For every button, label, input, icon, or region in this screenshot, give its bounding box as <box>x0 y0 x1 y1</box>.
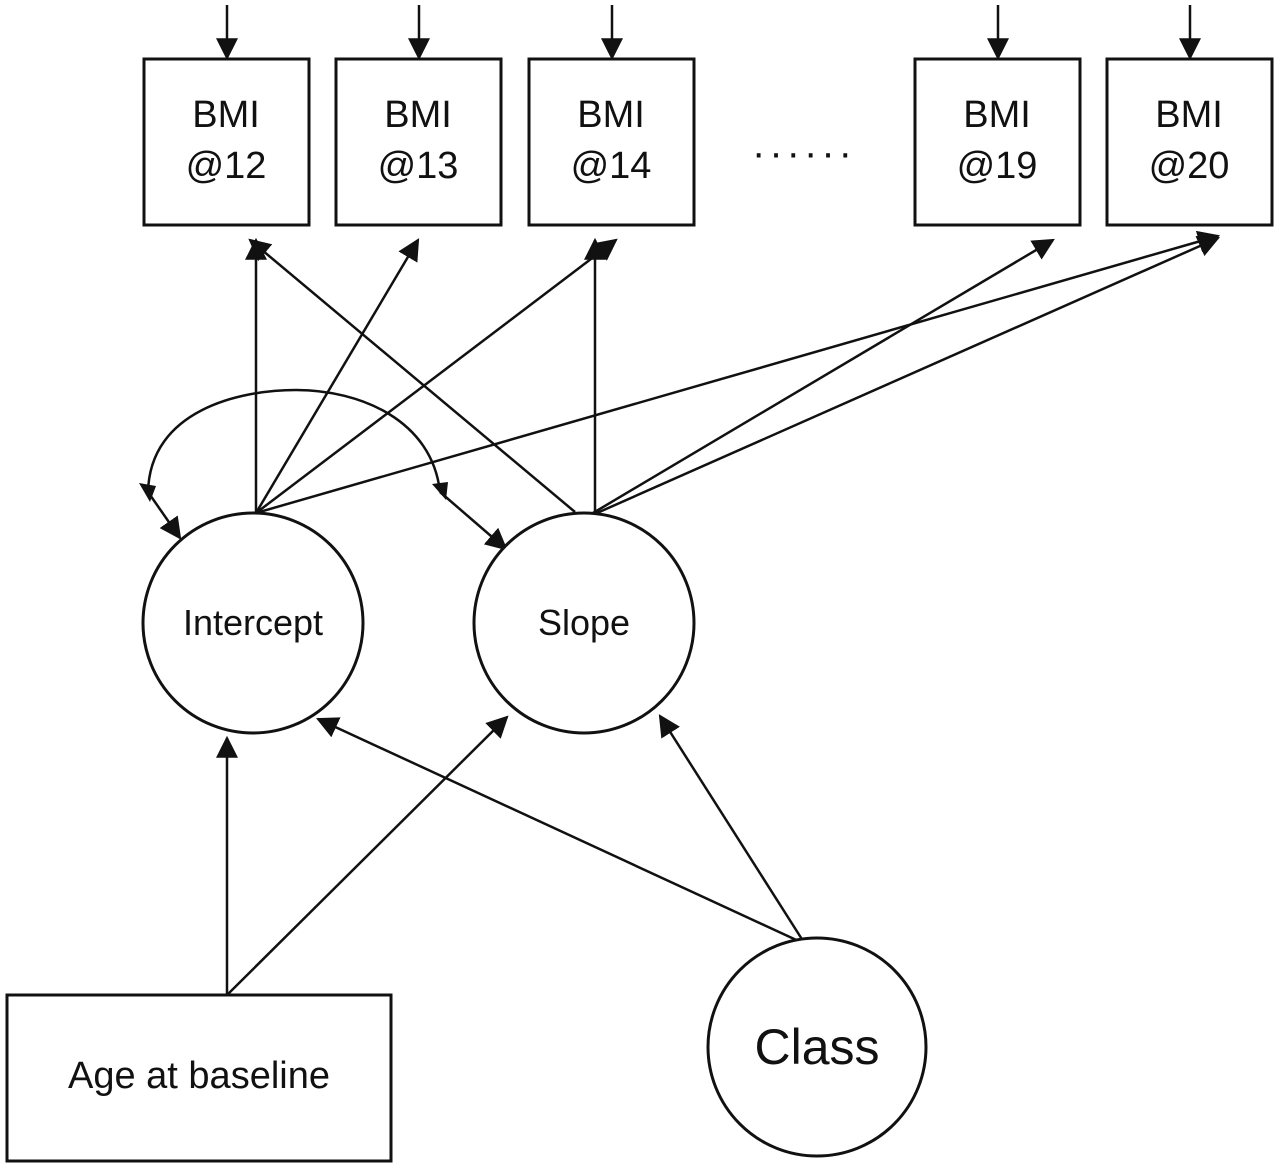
intercept-label: Intercept <box>183 602 323 643</box>
covariance-arrowhead-right <box>432 482 448 500</box>
class-node: Class <box>706 936 928 1158</box>
bmi-box-14: BMI @14 <box>527 57 696 227</box>
intercept-loadings <box>245 230 1221 515</box>
covariance-arrowhead-left <box>139 483 156 502</box>
slope-label: Slope <box>538 602 630 643</box>
path-class-slope <box>658 714 807 945</box>
bmi-box-19: BMI @19 <box>913 57 1082 227</box>
bmi-20-line2: @20 <box>1149 145 1230 187</box>
loading-slope-bmi12 <box>248 238 576 513</box>
bmi-box-20: BMI @20 <box>1105 57 1274 227</box>
path-class-intercept <box>316 717 806 946</box>
ellipsis: ······ <box>752 131 856 175</box>
bmi-box-12: BMI @12 <box>142 57 311 227</box>
bmi-14-line2: @14 <box>571 145 652 187</box>
loading-slope-bmi19 <box>592 238 1055 515</box>
bmi-13-line2: @13 <box>378 145 459 187</box>
loading-intercept-bmi13 <box>254 238 420 514</box>
path-age-slope <box>226 715 509 996</box>
bmi-19-line1: BMI <box>963 94 1031 136</box>
loading-intercept-bmi20 <box>255 230 1221 515</box>
bmi-12-line1: BMI <box>192 94 260 136</box>
covariance-arrow-intercept <box>146 491 182 540</box>
age-box: Age at baseline <box>5 993 393 1163</box>
bmi-12-line2: @12 <box>186 145 267 187</box>
loading-intercept-bmi14 <box>255 238 618 514</box>
bmi-13-line1: BMI <box>384 94 452 136</box>
bmi-20-line1: BMI <box>1155 94 1223 136</box>
slope-node: Slope <box>472 511 696 735</box>
class-label: Class <box>754 1019 879 1075</box>
slope-loadings <box>248 235 1221 515</box>
bmi-box-13: BMI @13 <box>334 57 503 227</box>
bmi-19-line2: @19 <box>957 145 1038 187</box>
covariance-curve <box>146 388 442 493</box>
regression-arrows <box>216 714 807 996</box>
covariance-arrows <box>139 388 508 551</box>
loading-slope-bmi20 <box>596 235 1221 515</box>
intercept-node: Intercept <box>141 511 365 735</box>
covariance-arrow-slope <box>439 491 508 551</box>
residual-arrows <box>216 5 1201 61</box>
bmi-14-line1: BMI <box>577 94 645 136</box>
age-label: Age at baseline <box>68 1055 330 1097</box>
